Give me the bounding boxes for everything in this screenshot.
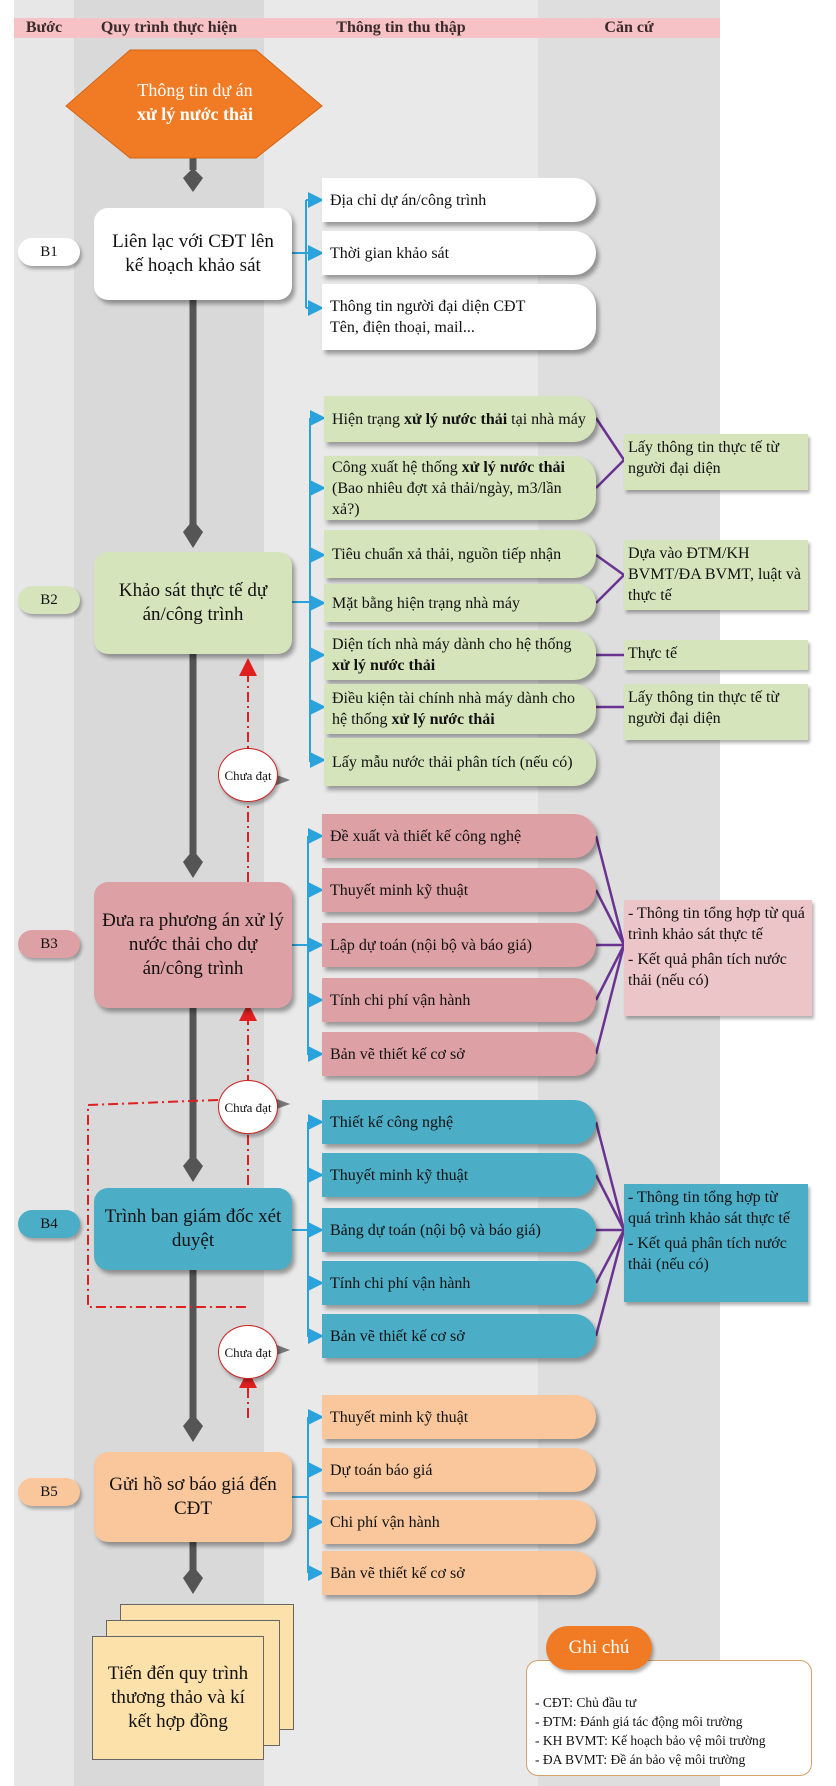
info-b2-status: Hiện trạng xử lý nước thải tại nhà máy: [324, 396, 596, 442]
header-step: Bước: [14, 18, 74, 38]
process-end: Tiến đến quy trình thương thảo và kí kết…: [92, 1636, 264, 1760]
start-diamond: Thông tin dự án xử lý nước thải: [110, 78, 280, 126]
process-b1: Liên lạc với CĐT lên kế hoạch khảo sát: [94, 208, 292, 300]
spine-arrow-b5: [183, 1414, 203, 1442]
notes-item: - KH BVMT: Kế hoạch bảo vệ môi trường: [535, 1733, 766, 1748]
info-b4-drawing: Bản vẽ thiết kế cơ sở: [322, 1314, 596, 1358]
info-b5-estimate: Dự toán báo giá: [322, 1448, 596, 1492]
info-b2-capacity-b: xử lý nước thải: [461, 458, 565, 476]
info-b3-estimate: Lập dự toán (nội bộ và báo giá): [322, 923, 596, 967]
step-b4: B4: [18, 1210, 80, 1238]
info-b2-finance: Điều kiện tài chính nhà máy dành cho hệ …: [324, 684, 596, 734]
info-b2-area-a: Diện tích nhà máy dành cho hệ thống: [332, 636, 572, 653]
info-b1-contact-line2: Tên, điện thoại, mail...: [330, 319, 475, 336]
info-b4-estimate: Bảng dự toán (nội bộ và báo giá): [322, 1208, 596, 1252]
basis-b2-representative-2: Lấy thông tin thực tế từ người đại diện: [624, 684, 808, 740]
basis-b4-line2: - Kết quả phân tích nước thải (nếu có): [628, 1235, 787, 1273]
info-b2-sample: Lấy mẫu nước thải phân tích (nếu có): [324, 738, 596, 786]
spine-arrow-b4: [183, 1154, 203, 1182]
info-b2-capacity-a: Công xuất hệ thống: [332, 458, 462, 476]
start-line2: xử lý nước thải: [136, 104, 254, 124]
info-b2-capacity-c: (Bao nhiêu đợt xả thải/ngày, m3/lần xả?): [332, 479, 562, 518]
basis-b2-actual: Thực tế: [624, 640, 808, 670]
info-b3-explain: Thuyết minh kỹ thuật: [322, 868, 596, 912]
info-b2-area-b: xử lý nước thải: [332, 657, 436, 674]
basis-b4-line1: - Thông tin tổng hợp từ quá trình khảo s…: [628, 1189, 790, 1227]
notes-item: - CĐT: Chủ đầu tư: [535, 1695, 637, 1710]
info-b2-layout: Mặt bằng hiện trạng nhà máy: [324, 584, 596, 622]
info-b4-cost: Tính chi phí vận hành: [322, 1261, 596, 1305]
header-info: Thông tin thu thập: [264, 18, 538, 38]
basis-b3-line1: - Thông tin tổng hợp từ quá trình khảo s…: [628, 905, 805, 943]
info-b3-drawing: Bản vẽ thiết kế cơ sở: [322, 1032, 596, 1076]
info-b1-address: Địa chỉ dự án/công trình: [322, 178, 596, 222]
info-b1-contact-line1: Thông tin người đại diện CĐT: [330, 298, 526, 315]
info-b3-design: Đề xuất và thiết kế công nghệ: [322, 814, 596, 858]
basis-b4: - Thông tin tổng hợp từ quá trình khảo s…: [624, 1184, 808, 1302]
info-b2-capacity: Công xuất hệ thống xử lý nước thải (Bao …: [324, 456, 596, 520]
info-b4-explain: Thuyết minh kỹ thuật: [322, 1153, 596, 1197]
basis-b3: - Thông tin tổng hợp từ quá trình khảo s…: [624, 900, 812, 1016]
spine-arrow-end: [183, 1566, 203, 1594]
notes-item: - ĐA BVMT: Đề án bảo vệ môi trường: [535, 1752, 746, 1767]
info-b2-standard: Tiêu chuẩn xả thải, nguồn tiếp nhận: [324, 530, 596, 578]
info-b5-explain: Thuyết minh kỹ thuật: [322, 1395, 596, 1439]
process-b4: Trình ban giám đốc xét duyệt: [94, 1188, 292, 1270]
header-process: Quy trình thực hiện: [74, 18, 264, 38]
info-b1-contact: Thông tin người đại diện CĐT Tên, điện t…: [322, 284, 596, 350]
process-b2: Khảo sát thực tế dự án/công trình: [94, 552, 292, 654]
notes-title: Ghi chú: [546, 1626, 652, 1670]
basis-b3-line2: - Kết quả phân tích nước thải (nếu có): [628, 951, 787, 989]
process-b3: Đưa ra phương án xử lý nước thải cho dự …: [94, 882, 292, 1008]
step-b1: B1: [18, 238, 80, 266]
info-b5-cost: Chi phí vận hành: [322, 1500, 596, 1544]
process-b5: Gửi hồ sơ báo giá đến CĐT: [94, 1452, 292, 1542]
notes-item: - ĐTM: Đánh giá tác động môi trường: [535, 1714, 743, 1729]
basis-b2-representative: Lấy thông tin thực tế từ người đại diện: [624, 434, 808, 490]
notes-box: - CĐT: Chủ đầu tư - ĐTM: Đánh giá tác độ…: [526, 1660, 812, 1776]
spine-arrow-b1: [183, 168, 203, 192]
fail-circle-b4: Chưa đạt: [218, 1080, 278, 1134]
info-b2-status-c: tại nhà máy: [507, 410, 586, 428]
fail-circle-b3: Chưa đạt: [218, 748, 278, 802]
header-basis: Căn cứ: [538, 18, 720, 38]
info-b3-cost: Tính chi phí vận hành: [322, 978, 596, 1022]
info-b2-area: Diện tích nhà máy dành cho hệ thống xử l…: [324, 630, 596, 680]
info-b2-finance-b: xử lý nước thải: [391, 711, 495, 728]
info-b1-time: Thời gian khảo sát: [322, 231, 596, 275]
info-b2-finance-a: Điều kiện tài chính nhà máy dành cho hệ …: [332, 690, 576, 728]
spine-arrow-b3: [183, 850, 203, 878]
spine-arrow-b2: [183, 520, 203, 548]
info-b2-status-a: Hiện trạng: [332, 410, 404, 428]
fail-circle-b5: Chưa đạt: [218, 1325, 278, 1379]
step-b5: B5: [18, 1478, 80, 1506]
basis-b2-regulation: Dựa vào ĐTM/KH BVMT/ĐA BVMT, luật và thự…: [624, 540, 808, 610]
info-b2-status-b: xử lý nước thải: [403, 410, 508, 428]
step-b3: B3: [18, 930, 80, 958]
step-b2: B2: [18, 586, 80, 614]
info-b4-design: Thiết kế công nghệ: [322, 1100, 596, 1144]
start-line1: Thông tin dự án: [137, 80, 253, 100]
info-b5-drawing: Bản vẽ thiết kế cơ sở: [322, 1551, 596, 1595]
